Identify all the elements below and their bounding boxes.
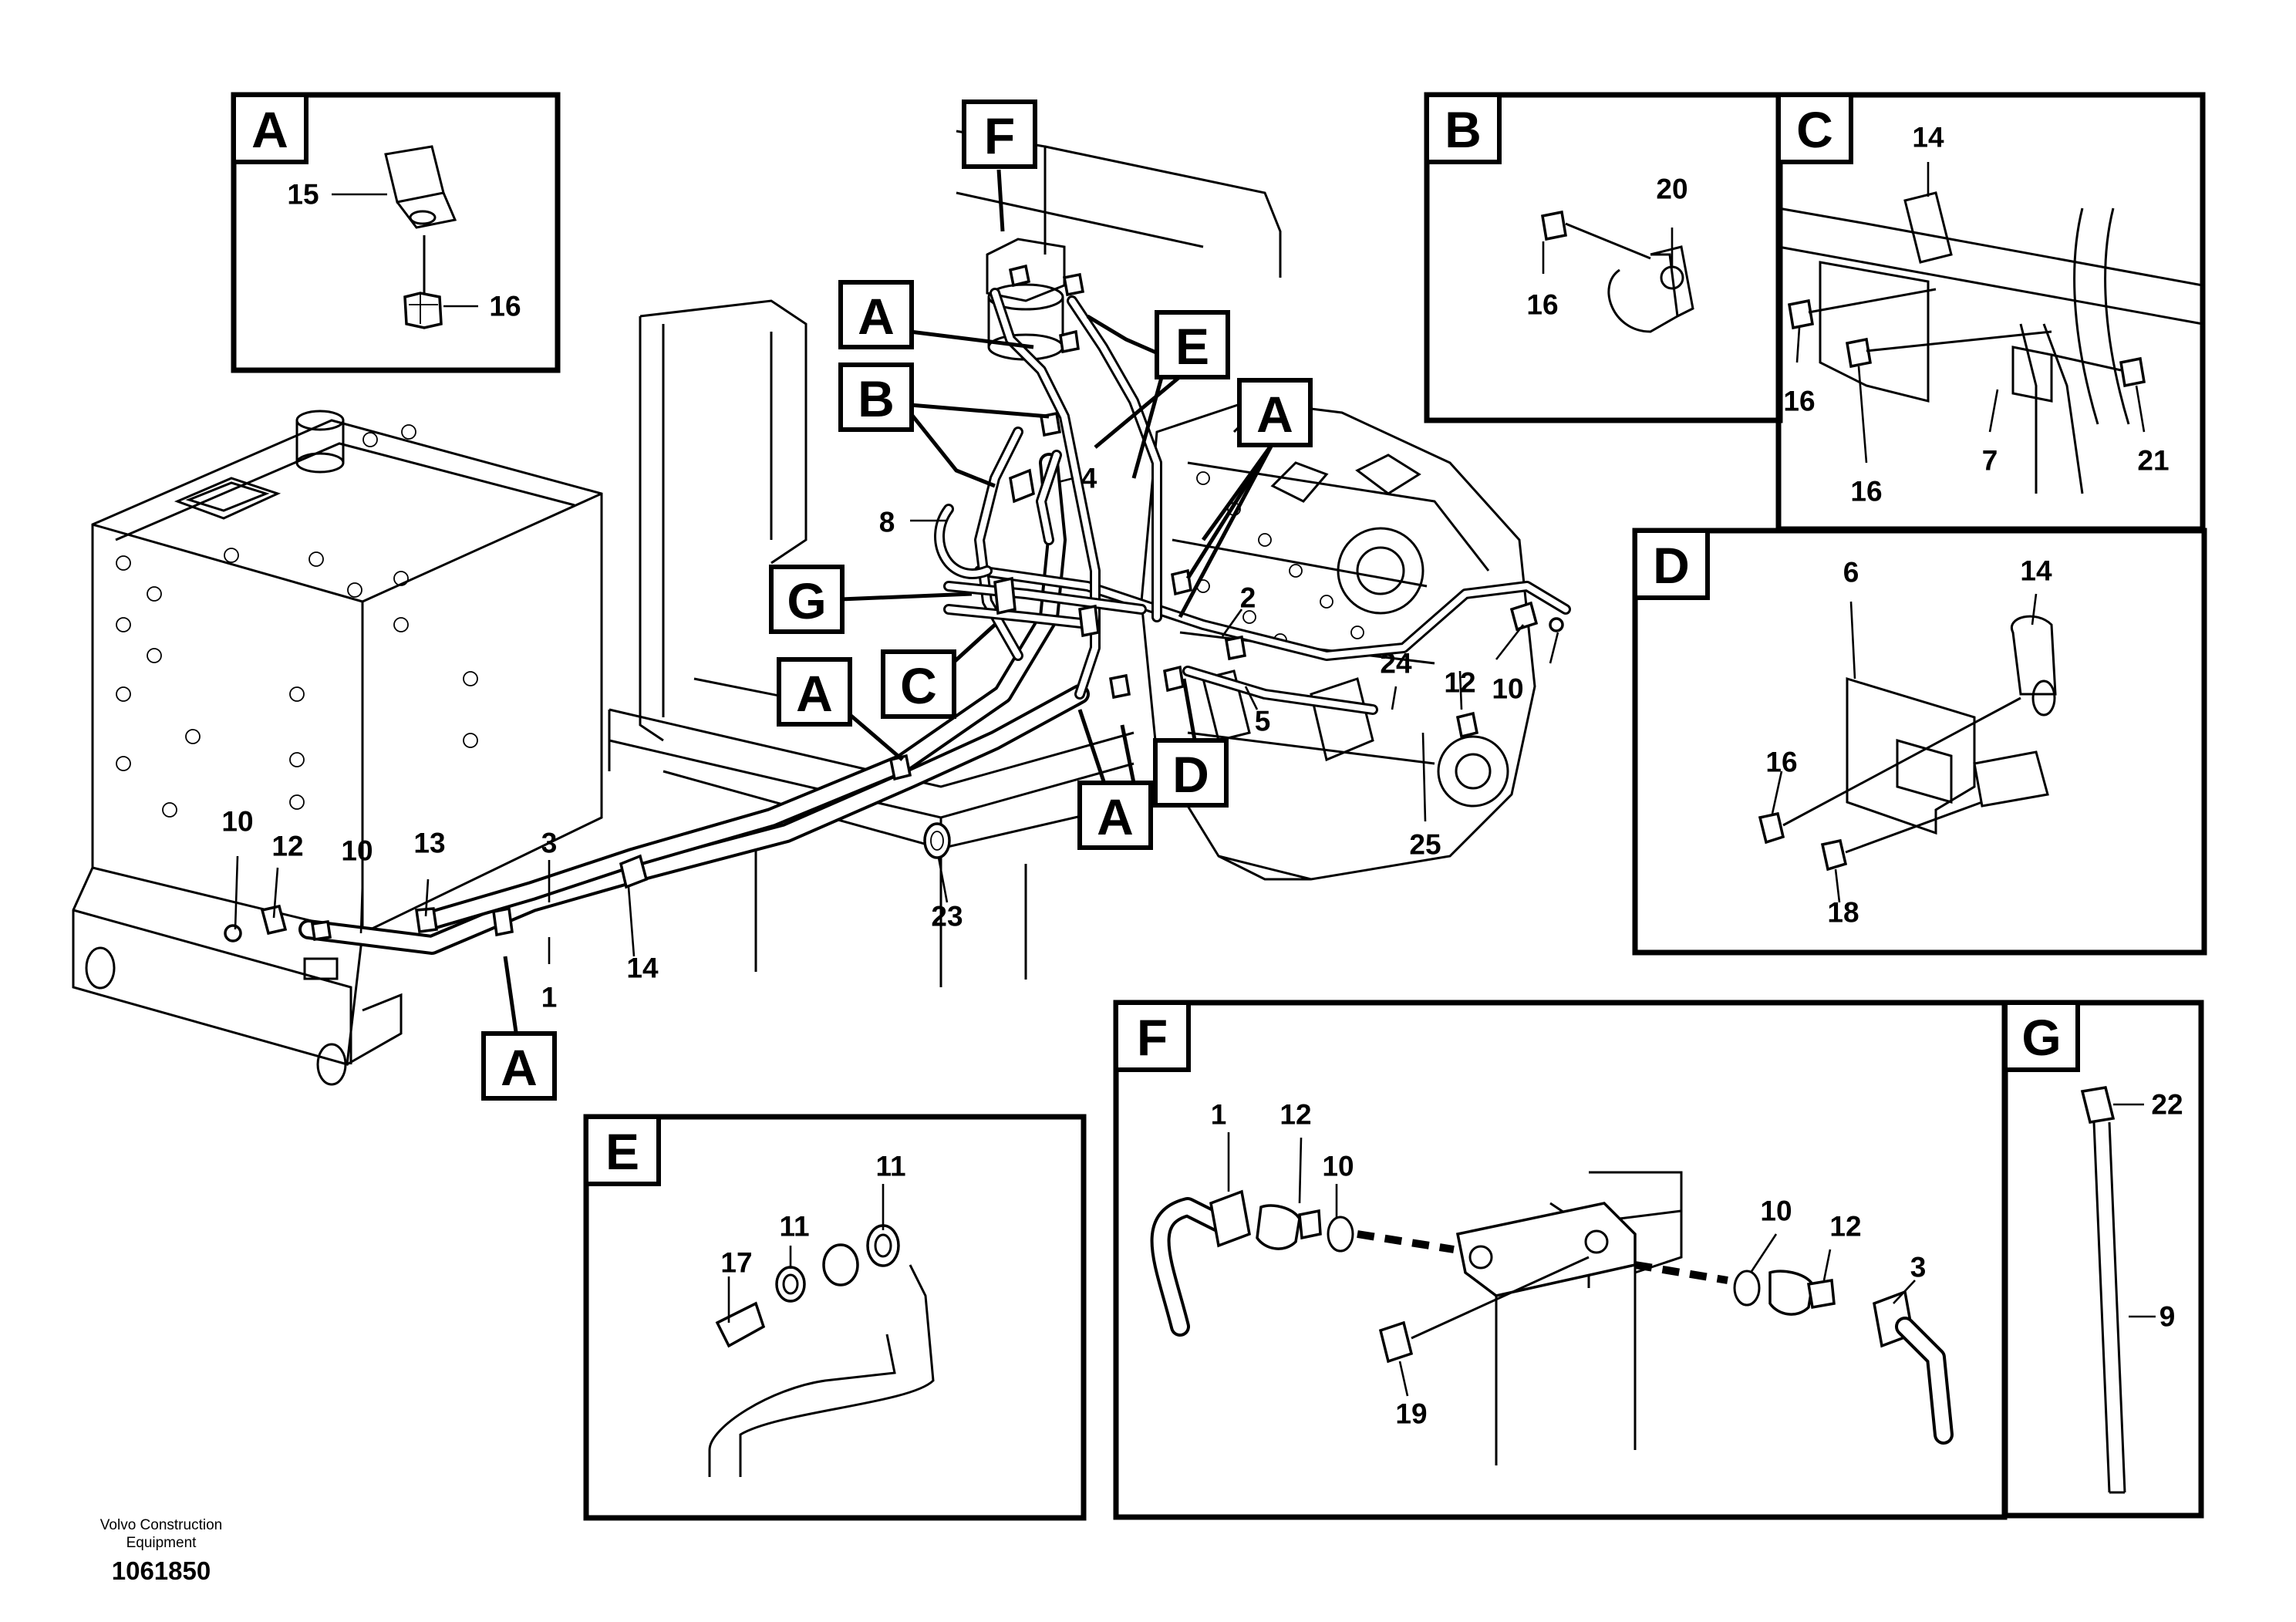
callout-c-main: C — [881, 649, 956, 719]
label-10: 10 — [1492, 673, 1523, 705]
tank-illustration — [72, 410, 603, 1086]
svg-text:E: E — [605, 1123, 639, 1180]
callout-tags: A B C D E F G F A E B A G C A D A A — [231, 93, 2080, 1186]
callout-e-main: E — [1155, 310, 1230, 379]
detail-frame-d — [1632, 528, 2207, 956]
pipe-network — [298, 288, 1571, 955]
label-14: 14 — [1912, 122, 1944, 153]
svg-text:D: D — [1172, 746, 1209, 803]
label-22: 22 — [2151, 1089, 2183, 1121]
detail-frame-g — [2002, 1000, 2204, 1519]
callout-g-main: G — [769, 565, 845, 634]
label-12: 12 — [271, 831, 303, 862]
svg-text:A: A — [1256, 386, 1293, 443]
label-10: 10 — [1322, 1151, 1354, 1182]
label-4: 4 — [1081, 463, 1097, 494]
label-1: 1 — [541, 982, 558, 1013]
label-16: 16 — [1783, 386, 1815, 417]
label-12: 12 — [1829, 1211, 1861, 1243]
callout-b-main: B — [838, 363, 914, 432]
callout-f-detail: F — [1114, 1000, 1191, 1072]
label-14: 14 — [2020, 555, 2052, 587]
label-10: 10 — [221, 806, 253, 838]
label-7: 7 — [1982, 445, 1998, 477]
label-14: 14 — [626, 953, 659, 984]
label-13: 13 — [413, 828, 445, 859]
svg-text:A: A — [1097, 788, 1134, 845]
label-8: 8 — [879, 507, 895, 538]
label-3: 3 — [1910, 1252, 1927, 1283]
part-labels: 15 16 20 16 14 16 16 7 21 6 14 16 18 11 … — [221, 122, 2183, 1430]
label-11: 11 — [875, 1151, 905, 1182]
label-25: 25 — [1409, 829, 1441, 861]
label-23: 23 — [931, 901, 963, 932]
label-11: 11 — [779, 1211, 809, 1243]
svg-text:A: A — [858, 288, 895, 345]
callout-d-detail: D — [1633, 528, 1710, 600]
label-5: 5 — [1255, 706, 1271, 737]
label-24: 24 — [1380, 648, 1412, 679]
detail-frame-a — [231, 92, 561, 373]
callout-a-main-2: A — [1237, 378, 1313, 447]
label-2: 2 — [1240, 582, 1256, 614]
callout-a-detail: A — [231, 93, 308, 164]
label-10: 10 — [341, 835, 373, 867]
label-12: 12 — [1279, 1099, 1311, 1131]
svg-text:E: E — [1175, 318, 1209, 375]
label-21: 21 — [2137, 445, 2169, 477]
footer: Volvo Construction Equipment 1061850 — [80, 1516, 242, 1586]
svg-text:G: G — [787, 572, 826, 629]
callout-b-detail: B — [1424, 93, 1502, 164]
detail-frame-f — [1113, 1000, 2008, 1520]
callout-f-main: F — [962, 99, 1037, 169]
label-12: 12 — [1444, 667, 1475, 699]
svg-text:C: C — [1796, 101, 1833, 158]
detail-frame-c — [1775, 92, 2206, 532]
svg-text:F: F — [984, 107, 1015, 164]
svg-text:B: B — [1445, 101, 1482, 158]
callout-d-main: D — [1153, 738, 1229, 808]
svg-text:A: A — [796, 665, 833, 722]
label-16: 16 — [1526, 289, 1558, 321]
callout-e-detail: E — [584, 1114, 661, 1186]
callout-a-main-3: A — [777, 657, 852, 727]
svg-text:C: C — [900, 657, 937, 714]
label-18: 18 — [1827, 897, 1859, 929]
callout-a-main-5: A — [481, 1031, 557, 1101]
label-20: 20 — [1656, 174, 1687, 205]
label-17: 17 — [720, 1247, 752, 1279]
label-19: 19 — [1395, 1398, 1427, 1430]
svg-text:G: G — [2021, 1009, 2061, 1066]
svg-text:A: A — [251, 101, 288, 158]
label-3: 3 — [541, 828, 558, 859]
label-16: 16 — [489, 291, 521, 322]
label-9: 9 — [2159, 1301, 2176, 1333]
label-16: 16 — [1765, 747, 1797, 778]
callout-a-main-1: A — [838, 280, 914, 349]
brand-name: Volvo Construction Equipment — [99, 1517, 223, 1551]
svg-text:F: F — [1137, 1009, 1168, 1066]
detail-frame-e — [583, 1114, 1087, 1521]
svg-text:D: D — [1653, 537, 1690, 594]
svg-text:B: B — [858, 370, 895, 427]
label-15: 15 — [287, 179, 319, 211]
callout-a-main-4: A — [1077, 781, 1153, 850]
document-number: 1061850 — [111, 1556, 211, 1585]
callout-c-detail: C — [1776, 93, 1853, 164]
label-1: 1 — [1211, 1099, 1227, 1131]
label-10: 10 — [1760, 1195, 1792, 1227]
label-6: 6 — [1843, 557, 1859, 588]
callout-g-detail: G — [2003, 1000, 2080, 1072]
label-16: 16 — [1850, 476, 1882, 508]
svg-text:A: A — [501, 1039, 538, 1096]
detail-frame-b — [1424, 92, 1783, 423]
